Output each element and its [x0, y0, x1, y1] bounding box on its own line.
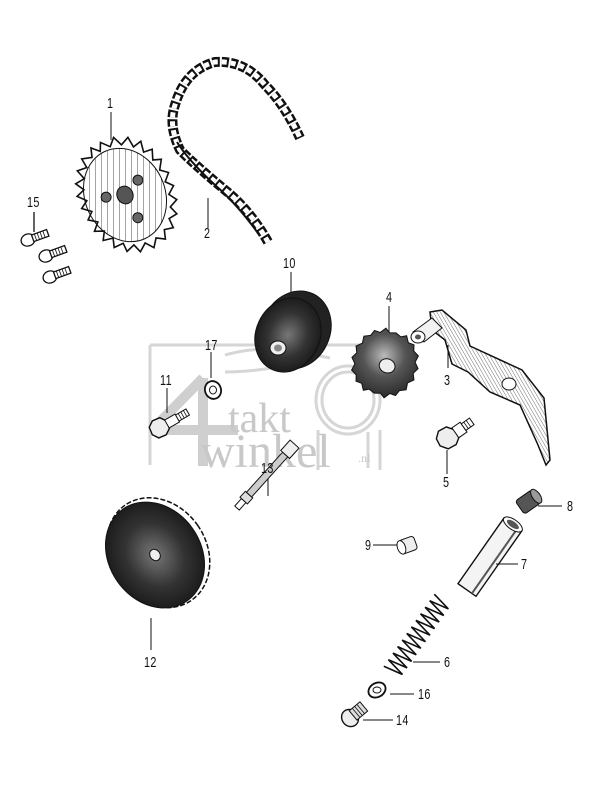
label-part-4: 4 [386, 289, 393, 306]
part-15-screws [20, 212, 72, 284]
label-part-9: 9 [365, 537, 372, 554]
label-part-5: 5 [443, 474, 450, 491]
label-part-14: 14 [396, 712, 409, 729]
part-4-tensioner-roller [350, 306, 420, 399]
watermark-takt: takt [228, 396, 291, 442]
label-part-11: 11 [160, 372, 172, 389]
part-13-tensioner-shaft [234, 439, 300, 511]
label-part-17: 17 [205, 337, 218, 354]
label-part-7: 7 [521, 556, 528, 573]
label-part-15: 15 [27, 194, 40, 211]
part-5-flange-bolt [435, 417, 475, 474]
part-6-spring [383, 593, 449, 676]
label-part-13: 13 [261, 460, 274, 477]
part-8-sealing-bolt [515, 488, 562, 514]
label-part-8: 8 [567, 498, 574, 515]
part-11-bolt [148, 388, 191, 439]
part-16-washer [367, 681, 414, 699]
part-10-guide-roller [254, 272, 332, 373]
part-9-rubber-cap [373, 536, 418, 555]
part-3-tensioner-arm [410, 309, 551, 467]
label-part-1: 1 [107, 95, 114, 112]
part-12-crankshaft-sprocket [104, 497, 211, 650]
label-part-2: 2 [204, 225, 211, 242]
label-part-12: 12 [144, 654, 157, 671]
label-part-6: 6 [444, 654, 451, 671]
part-7-push-rod [457, 516, 523, 598]
watermark-winkel: winkel [200, 425, 331, 478]
watermark-suffix: .nl [358, 451, 371, 465]
part-1-cam-sprocket [74, 112, 179, 254]
part-2-cam-chain [167, 56, 305, 245]
part-17-washer [203, 352, 223, 400]
part-14-plug-bolt [340, 701, 393, 728]
label-part-3: 3 [444, 372, 451, 389]
label-part-16: 16 [418, 686, 431, 703]
label-part-10: 10 [283, 255, 296, 272]
